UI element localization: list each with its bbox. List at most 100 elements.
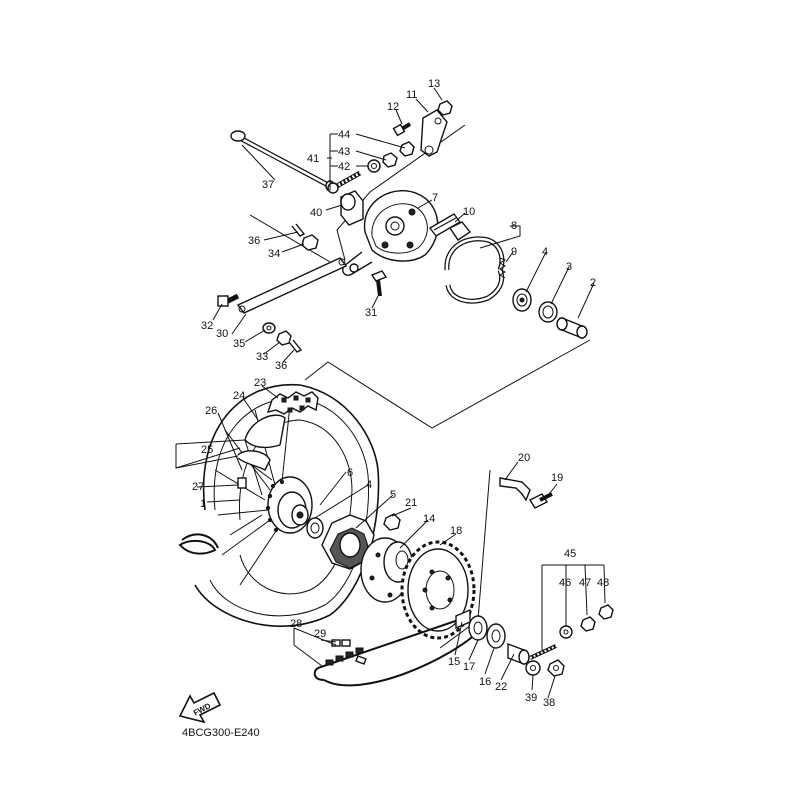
callout-6: 6 [347,467,353,479]
oil-seal-16 [486,623,506,649]
clutch-hub-damper [321,514,375,570]
brake-shoe-plate [342,190,439,276]
callout-41: 41 [307,153,319,165]
forward-direction-arrow: FWD [178,691,222,724]
callout-4-lower: 4 [366,479,372,491]
tension-bar [236,257,348,314]
callout-18: 18 [450,525,462,537]
rear-sprocket [400,540,476,640]
callout-23: 23 [254,377,266,389]
tire-tread [266,391,319,415]
nut-48 [598,604,614,620]
callout-1: 1 [200,498,206,510]
callout-9: 9 [511,246,517,258]
bearing-17 [468,615,488,641]
callout-44: 44 [338,129,350,141]
hub-bolts [265,479,285,533]
nut-47 [580,616,596,632]
spacer-collar [556,316,588,340]
bearing-4-upper [512,288,532,312]
callout-30: 30 [216,328,228,340]
callout-17: 17 [463,661,475,673]
callout-labels: 1 2 3 4 4 5 6 7 8 9 10 11 12 13 14 15 16… [192,78,609,709]
lever-bolt [392,122,412,137]
callout-leader-lines [175,87,606,699]
tension-bar-bolt [217,293,240,307]
brake-shoes [444,236,505,304]
callout-8: 8 [511,220,517,232]
callout-25: 25 [201,444,213,456]
callout-43: 43 [338,146,350,158]
diagram-code: 4BCG300-E240 [182,727,260,739]
inner-tube [244,414,286,449]
cotter-pin-36-lower [288,339,303,353]
chain-adjuster-bolt [529,644,557,660]
nut-34 [301,234,319,251]
tire-valve [237,477,247,489]
brake-camshaft [428,213,472,241]
callout-15: 15 [448,656,460,668]
spacer-22 [507,642,530,666]
callout-48: 48 [597,577,609,589]
adjuster-bolt [327,170,362,194]
plate-bolt [370,270,388,297]
callout-21: 21 [405,497,417,509]
callout-26: 26 [205,405,217,417]
callout-20: 20 [518,452,530,464]
callout-22: 22 [495,681,507,693]
cotter-pin-36-upper [291,223,306,237]
axle-nut-38 [547,659,565,677]
nut-43 [382,152,398,168]
callout-12: 12 [387,101,399,113]
callout-10: 10 [463,206,475,218]
washer-46 [559,625,573,639]
callout-29: 29 [314,628,326,640]
callout-16: 16 [479,676,491,688]
rear-wheel [178,383,380,627]
callout-37: 37 [262,179,274,191]
callout-38: 38 [543,697,555,709]
callout-47: 47 [579,577,591,589]
wheel-bearing [306,517,324,539]
callout-19: 19 [551,472,563,484]
lever-nut [437,100,453,116]
camshaft-lever [420,109,448,157]
callout-42: 42 [338,161,350,173]
callout-2: 2 [590,277,596,289]
callout-35: 35 [233,338,245,350]
callout-24: 24 [233,390,245,402]
drive-chain [313,615,481,687]
clutch-hub [360,537,413,603]
callout-4-upper: 4 [542,246,548,258]
axle-collar [340,190,364,226]
oil-seal [538,301,558,323]
callout-33: 33 [256,351,268,363]
washer-35 [262,322,276,334]
callout-36-lower: 36 [275,360,287,372]
callout-36-upper: 36 [248,235,260,247]
callout-40: 40 [310,207,322,219]
nut-44 [399,141,415,157]
callout-3: 3 [566,261,572,273]
callout-27: 27 [192,481,204,493]
callout-32: 32 [201,320,213,332]
shoe-spring [499,257,507,279]
callout-5: 5 [390,489,396,501]
callout-39: 39 [525,692,537,704]
callout-28: 28 [290,618,302,630]
washer-39 [525,660,541,676]
sprocket-nut-19 [528,492,553,509]
callout-11: 11 [406,89,417,101]
callout-13: 13 [428,78,440,90]
hub-bolt-21 [383,513,401,531]
callout-34: 34 [268,248,280,260]
callout-14: 14 [423,513,435,525]
callout-45: 45 [564,548,576,560]
rim-band [237,450,271,471]
washer-42 [367,159,381,173]
callout-31: 31 [365,307,377,319]
chain-guide-20 [499,477,531,502]
callout-46: 46 [559,577,571,589]
callout-7: 7 [432,192,438,204]
